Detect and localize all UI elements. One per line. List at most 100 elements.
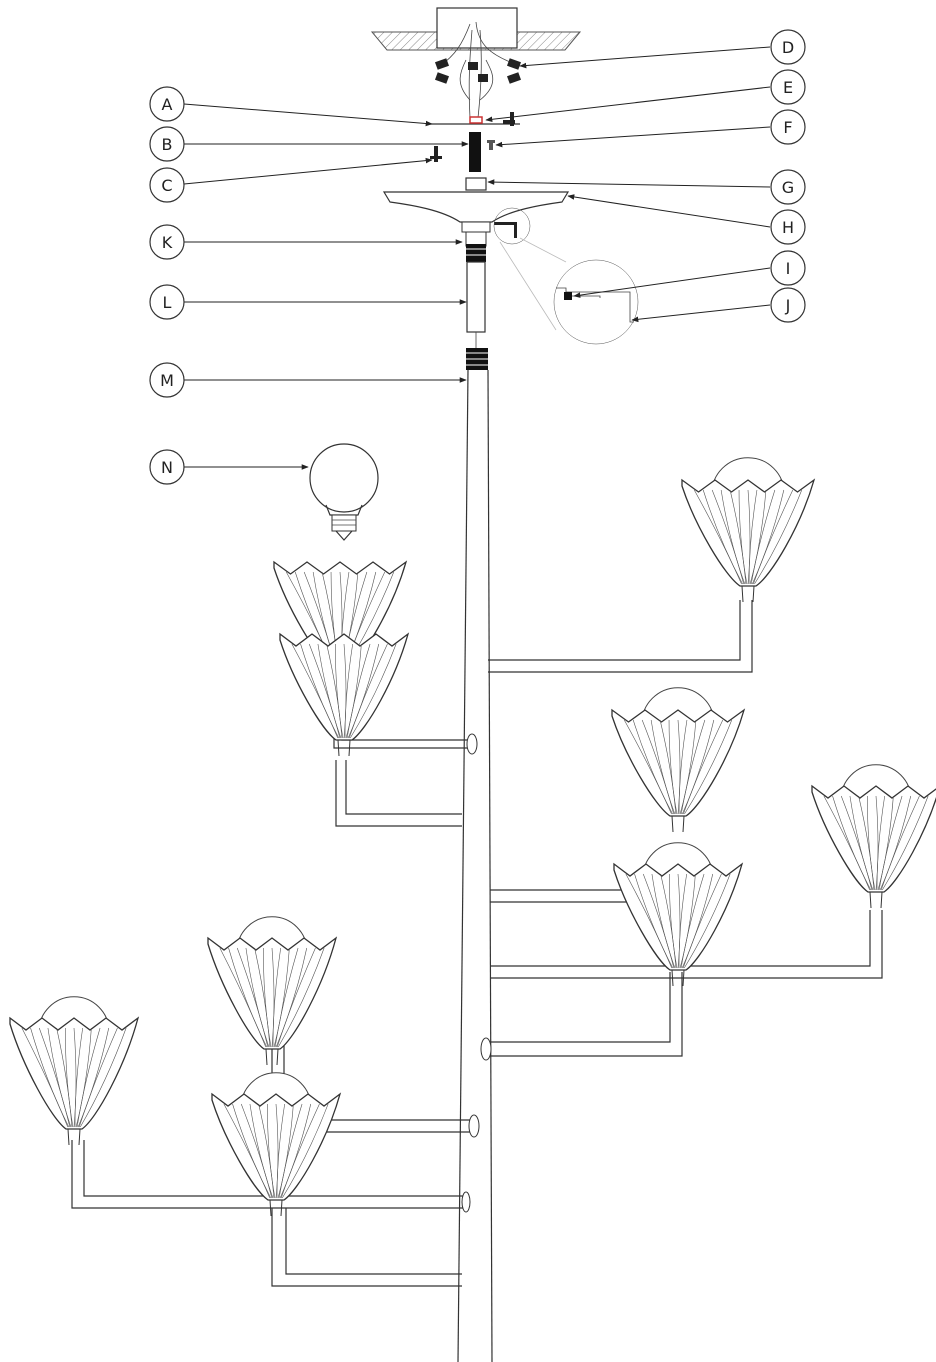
shade-neck bbox=[67, 1128, 81, 1146]
shade-rib bbox=[680, 719, 706, 815]
shade-rib bbox=[747, 489, 751, 585]
callout-l: L bbox=[149, 284, 185, 320]
shade-rib bbox=[272, 947, 281, 1048]
shade-rib bbox=[326, 643, 343, 739]
screw-c bbox=[430, 146, 442, 162]
shade-rib bbox=[641, 719, 674, 815]
threaded-nipple bbox=[469, 132, 495, 172]
tulip-shade-outline bbox=[611, 708, 746, 817]
shade-rib bbox=[849, 795, 874, 891]
shade-rib bbox=[275, 947, 308, 1048]
crossbar-assembly bbox=[430, 112, 520, 126]
shade-rib bbox=[680, 873, 705, 969]
shade-rib bbox=[623, 719, 672, 815]
shade-rib bbox=[76, 1027, 101, 1128]
ceiling-mount bbox=[370, 7, 582, 51]
globe-bulb bbox=[309, 443, 379, 541]
shade-neck bbox=[269, 1199, 283, 1217]
callout-b: B bbox=[149, 126, 185, 162]
shade-rib bbox=[317, 643, 342, 739]
shade-rib bbox=[651, 873, 676, 969]
shade-rib bbox=[729, 489, 747, 585]
tulip-shades bbox=[9, 457, 936, 1217]
tulip-shade bbox=[613, 842, 744, 987]
callout-g-label: G bbox=[782, 178, 794, 197]
callout-n: N bbox=[149, 449, 185, 485]
shade-rib bbox=[240, 1103, 273, 1199]
shade-rib bbox=[682, 873, 722, 969]
shade-rib bbox=[276, 947, 316, 1048]
shade-rib bbox=[875, 795, 879, 891]
callout-a: A bbox=[149, 86, 185, 122]
shade-rib bbox=[345, 643, 362, 739]
shade-rib bbox=[279, 1103, 312, 1199]
shade-rib bbox=[79, 1027, 127, 1128]
leader-lines bbox=[183, 46, 771, 470]
tulip-shade bbox=[611, 687, 746, 833]
tulip-shade-outline bbox=[211, 1092, 342, 1201]
shade-rib bbox=[720, 489, 746, 585]
shade-rib bbox=[753, 489, 794, 585]
callout-a-label: A bbox=[162, 95, 173, 114]
callout-f-label: F bbox=[783, 118, 792, 137]
callout-h-label: H bbox=[782, 218, 794, 237]
shade-rib bbox=[840, 795, 873, 891]
shade-rib bbox=[47, 1027, 72, 1128]
canopy bbox=[382, 191, 570, 238]
callout-h: H bbox=[770, 209, 806, 245]
shade-rib bbox=[660, 873, 677, 969]
tulip-shade-outline bbox=[207, 936, 338, 1050]
shade-rib bbox=[749, 489, 767, 585]
shade-rib bbox=[343, 643, 347, 739]
shade-rib bbox=[878, 795, 903, 891]
callout-c: C bbox=[149, 167, 185, 203]
shade-rib bbox=[280, 1103, 320, 1199]
shade-rib bbox=[249, 1103, 274, 1199]
tulip-shade-outline bbox=[681, 478, 816, 587]
shade-rib bbox=[650, 719, 676, 815]
shade-rib bbox=[347, 643, 380, 739]
tulip-shade bbox=[681, 457, 816, 603]
shade-neck bbox=[671, 815, 685, 833]
shade-rib bbox=[752, 489, 785, 585]
shade-rib bbox=[271, 947, 275, 1048]
shade-rib bbox=[678, 719, 688, 815]
shade-rib bbox=[748, 489, 758, 585]
callout-g: G bbox=[770, 169, 806, 205]
shade-rib bbox=[879, 795, 912, 891]
shade-rib bbox=[263, 947, 272, 1048]
shade-rib bbox=[258, 1103, 275, 1199]
shade-rib bbox=[682, 719, 715, 815]
shade-rib bbox=[877, 795, 894, 891]
shade-rib bbox=[634, 873, 674, 969]
callout-b-label: B bbox=[162, 135, 173, 154]
shade-rib bbox=[858, 795, 875, 891]
tulip-shade-outline bbox=[279, 632, 410, 741]
callout-f: F bbox=[770, 109, 806, 145]
shade-rib bbox=[832, 795, 872, 891]
shade-rib bbox=[642, 873, 675, 969]
shade-rib bbox=[677, 719, 681, 815]
shade-neck bbox=[337, 739, 351, 757]
shade-rib bbox=[38, 1027, 71, 1128]
tulip-shade bbox=[279, 632, 410, 757]
callout-e: E bbox=[770, 69, 806, 105]
upper-stem bbox=[465, 231, 488, 370]
tulip-shade-outline bbox=[613, 862, 744, 971]
arms bbox=[71, 600, 883, 1287]
shade-rib bbox=[308, 643, 341, 739]
shade-rib bbox=[668, 719, 678, 815]
callout-i: I bbox=[770, 250, 806, 286]
callout-i-label: I bbox=[786, 259, 791, 278]
shade-rib bbox=[74, 1027, 83, 1128]
shade-neck bbox=[869, 891, 883, 909]
shade-rib bbox=[679, 873, 696, 969]
shade-rib bbox=[702, 489, 743, 585]
shade-rib bbox=[678, 873, 687, 969]
shade-rib bbox=[344, 643, 353, 739]
callout-m: M bbox=[149, 362, 185, 398]
callout-d: D bbox=[770, 29, 806, 65]
shade-rib bbox=[669, 873, 678, 969]
shade-rib bbox=[346, 643, 371, 739]
